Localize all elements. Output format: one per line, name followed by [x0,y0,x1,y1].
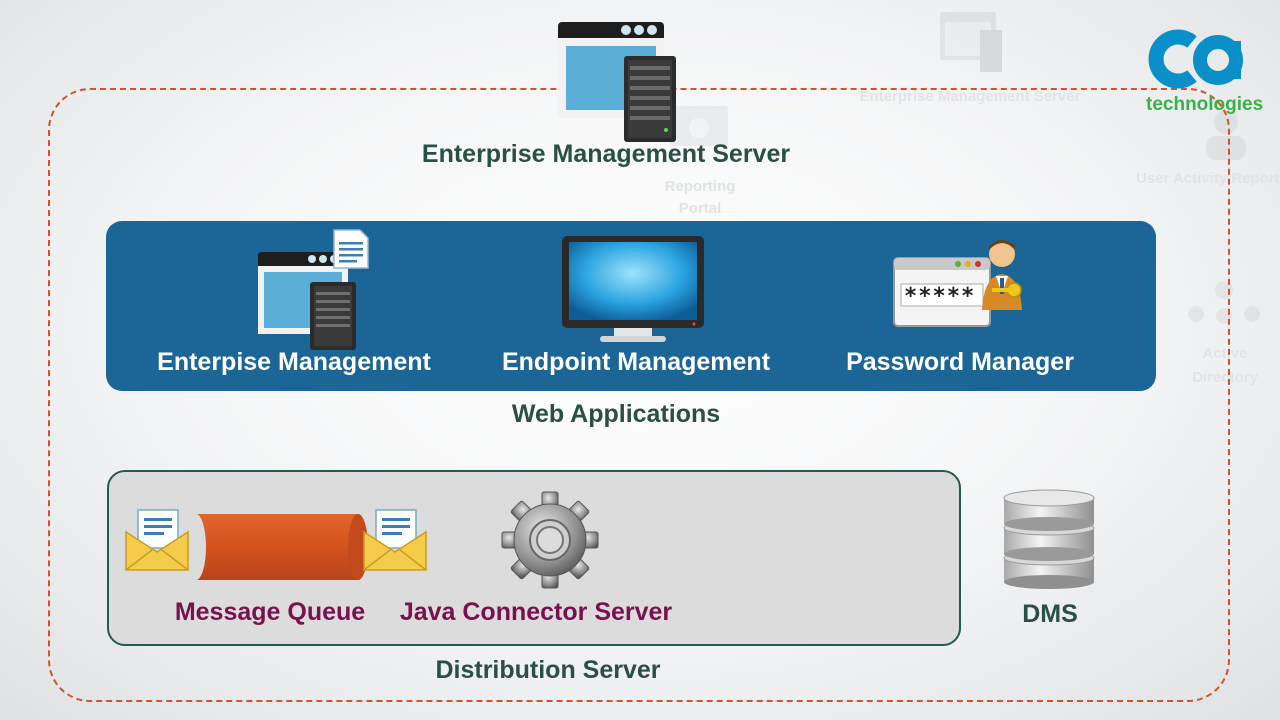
enterprise-management-server-icon [556,20,680,144]
server-window-document-icon [256,228,372,352]
distribution-server-caption: Distribution Server [435,656,661,684]
ca-logo-mark [1148,28,1248,90]
password-manager-label: Password Manager [846,348,1074,376]
ghost-server-window-icon [938,10,1006,74]
web-applications-caption: Web Applications [511,400,721,428]
logo-technologies-text: technologies [1146,94,1264,115]
envelope-right-icon [360,508,430,574]
ghost-active-directory: Active Directory [1192,345,1258,386]
ghost-user-activity-report: User Activity Report [1136,170,1280,187]
ca-technologies-logo: technologies [1146,28,1264,118]
ghost-enterprise-management-server: Enterprise Management Server [859,88,1081,105]
message-queue-pipe [186,512,370,582]
enterprise-management-server-label: Enterprise Management Server [421,140,791,168]
ghost-reporting-portal: Reporting Portal [664,178,736,217]
database-icon [1002,488,1096,590]
gear-icon [500,490,600,590]
endpoint-management-label: Endpoint Management [501,348,771,376]
ghost-reporting-icon [668,104,730,156]
password-mask-text: ***** [904,284,976,309]
dms-label: DMS [1022,600,1078,628]
message-queue-label: Message Queue [174,598,366,626]
monitor-icon [560,234,706,346]
password-user-key-icon [892,236,1028,330]
envelope-left-icon [122,508,192,574]
java-connector-server-label: Java Connector Server [399,598,673,626]
enterprise-management-label: Enterpise Management [157,348,431,376]
